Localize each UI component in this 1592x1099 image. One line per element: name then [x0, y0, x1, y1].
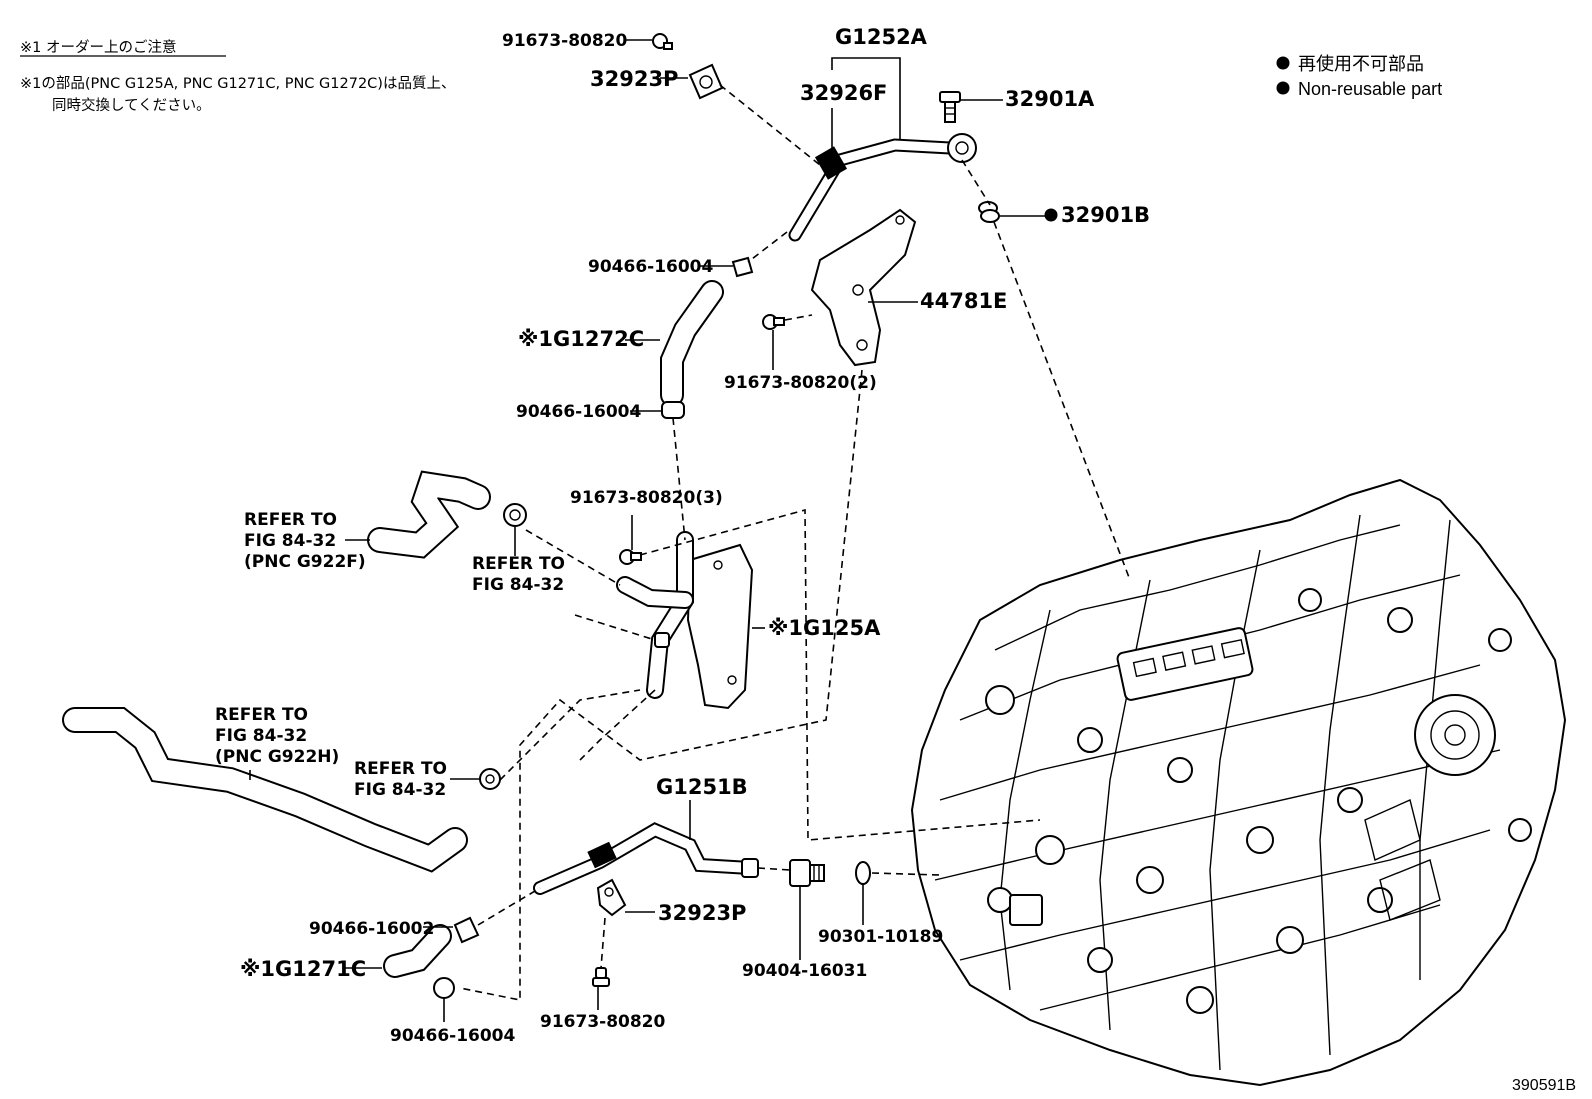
legend-en: Non-reusable part — [1298, 79, 1442, 99]
refer-line: REFER TO — [472, 554, 565, 574]
legend: 再使用不可部品 Non-reusable part — [1276, 54, 1442, 99]
callout-91673-80820-2: 91673-80820(2) — [724, 373, 877, 393]
leader-lines — [249, 39, 1047, 1022]
refer-line: (PNC G922F) — [244, 552, 366, 572]
assembly-dashed-lines — [459, 84, 1131, 1001]
clamp-32923p-bottom — [596, 878, 627, 917]
bolt-91673-80820-3 — [619, 549, 642, 565]
refer-line: FIG 84-32 — [472, 575, 564, 595]
hose-g922f — [367, 470, 491, 559]
union-90404-16031 — [789, 859, 825, 887]
callout-90466-16002: 90466-16002 — [309, 919, 434, 939]
callout-g1271c: ※1G1271C — [240, 957, 366, 981]
notes-line-1: ※1の部品(PNC G125A, PNC G1271C, PNC G1272C)… — [20, 74, 455, 92]
callout-91673-80820: 91673-80820 — [540, 1012, 666, 1032]
refer-line: REFER TO — [354, 759, 447, 779]
order-notes: ※1 オーダー上のご注意 ※1の部品(PNC G125A, PNC G1271C… — [20, 38, 455, 114]
non-reusable-marker-icon — [1276, 81, 1290, 95]
refer-block-3: REFER TO FIG 84-32 (PNC G922H) — [215, 705, 339, 767]
hose-g1272c — [660, 280, 724, 407]
notes-line-2: 同時交換してください。 — [52, 96, 211, 114]
pipe-g1252a — [788, 133, 977, 242]
callout-32923p: 32923P — [658, 901, 746, 925]
transmission-assembly-illustration — [910, 478, 1567, 1087]
refer-line: REFER TO — [215, 705, 308, 725]
refer-line: FIG 84-32 — [354, 780, 446, 800]
notes-heading: ※1 オーダー上のご注意 — [20, 38, 176, 56]
gasket-32901b — [978, 201, 1000, 223]
refer-block-4: REFER TO FIG 84-32 — [354, 759, 447, 800]
callout-90466-16004: 90466-16004 — [390, 1026, 516, 1046]
callout-91673-80820-3: 91673-80820(3) — [570, 488, 723, 508]
clamp-90466-16002 — [453, 916, 480, 944]
refer-line: FIG 84-32 — [244, 531, 336, 551]
refer-block-1: REFER TO FIG 84-32 (PNC G922F) — [244, 510, 366, 572]
non-reusable-marker-icon — [1044, 208, 1058, 222]
bolt-91673-80820-top — [652, 33, 673, 50]
hose-g922h — [62, 707, 468, 873]
hose-g1271c — [383, 924, 452, 978]
clamp-90466-16004-c — [433, 977, 455, 999]
bracket-44781e — [810, 208, 917, 367]
callout-32926f: 32926F — [800, 81, 887, 105]
callout-32901b: 32901B — [1061, 203, 1150, 227]
legend-jp: 再使用不可部品 — [1298, 54, 1424, 74]
clamp-90466-16004-a — [731, 256, 754, 278]
refer-block-2: REFER TO FIG 84-32 — [472, 554, 565, 595]
image-id: 390591B — [1512, 1077, 1576, 1094]
bolt-91673-80820-bottom — [592, 967, 610, 987]
callout-90404-16031: 90404-16031 — [742, 961, 867, 981]
bolt-91673-80820-2 — [762, 314, 785, 330]
callout-32901a: 32901A — [1005, 87, 1095, 111]
callout-44781e: 44781E — [920, 289, 1007, 313]
callout-g125a: ※1G125A — [768, 616, 881, 640]
clamp-fig84-32-b — [479, 768, 501, 790]
pipe-g1251b — [533, 822, 759, 895]
union-bolt-head — [947, 133, 977, 163]
callout-32923p: 32923P — [590, 67, 678, 91]
clamp-32923p-top — [688, 63, 724, 100]
refer-line: REFER TO — [244, 510, 337, 530]
callout-g1251b: G1251B — [656, 775, 748, 799]
o-ring-90301-10189 — [855, 861, 871, 885]
callout-labels: 91673-80820 32923P G1252A 32926F 32901A … — [240, 25, 1150, 1046]
oil-cooler-g125a — [616, 531, 754, 710]
callout-g1272c: ※1G1272C — [518, 327, 644, 351]
sleeve-32926F — [814, 146, 848, 180]
callout-90466-16004: 90466-16004 — [588, 257, 714, 277]
union-bolt-32901a — [939, 91, 961, 123]
clamp-90466-16004-b — [661, 401, 685, 419]
clamp-fig84-32-a — [503, 503, 527, 527]
callout-90301-10189: 90301-10189 — [818, 927, 943, 947]
non-reusable-marker-icon — [1276, 56, 1290, 70]
refer-line: (PNC G922H) — [215, 747, 339, 767]
callout-91673-80820: 91673-80820 — [502, 31, 628, 51]
refer-line: FIG 84-32 — [215, 726, 307, 746]
callout-90466-16004: 90466-16004 — [516, 402, 642, 422]
callout-g1252a: G1252A — [835, 25, 928, 49]
